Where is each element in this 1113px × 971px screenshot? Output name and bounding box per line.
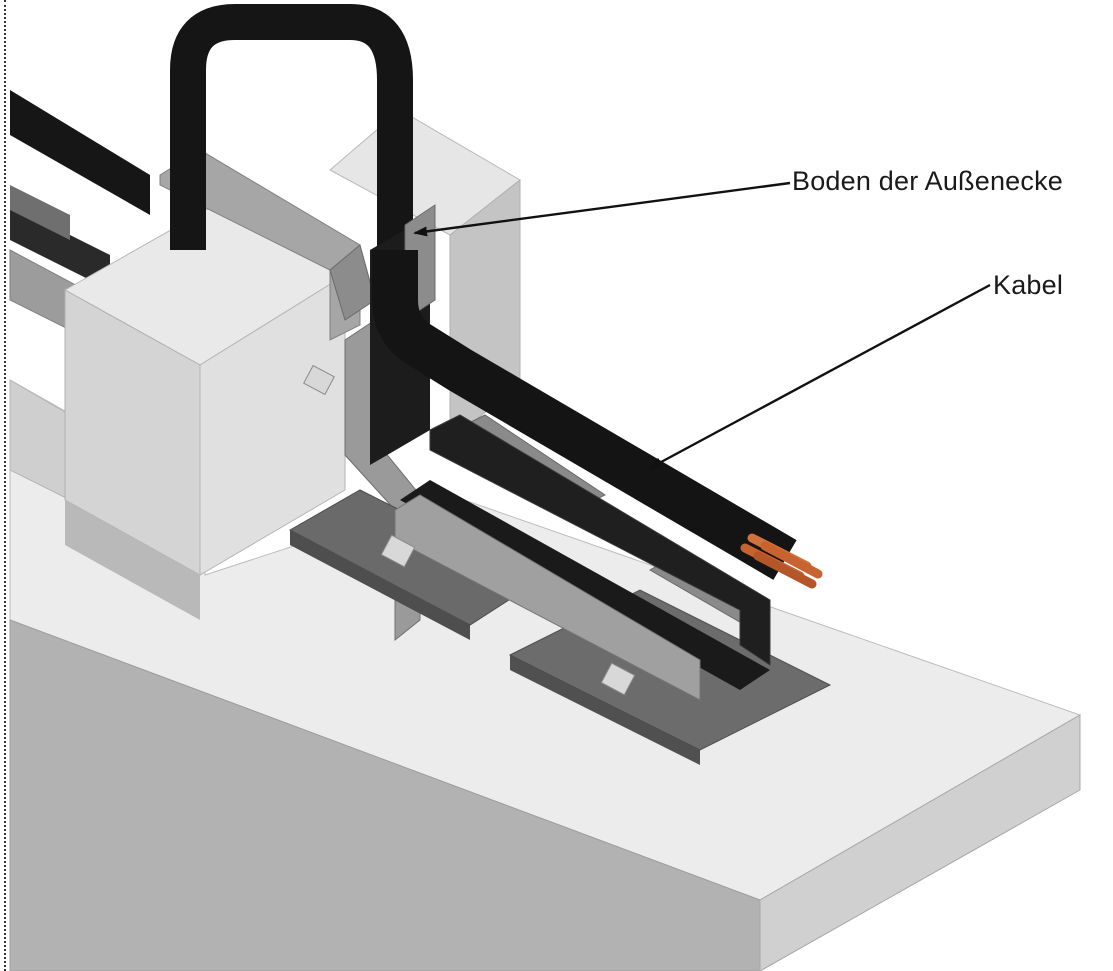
leader-lines <box>413 181 991 470</box>
cable-loop <box>170 4 413 255</box>
front-concrete-block <box>63 204 346 620</box>
leader-line-kabel <box>648 283 991 470</box>
copper-conductors <box>740 533 823 589</box>
label-cable: Kabel <box>993 270 1064 300</box>
leader-line-boden <box>413 181 791 237</box>
cable-main-run <box>372 250 823 589</box>
label-outer-corner-floor: Boden der Außenecke <box>792 166 1063 196</box>
page-margin-rule <box>4 0 6 971</box>
floor-tray <box>303 364 771 701</box>
